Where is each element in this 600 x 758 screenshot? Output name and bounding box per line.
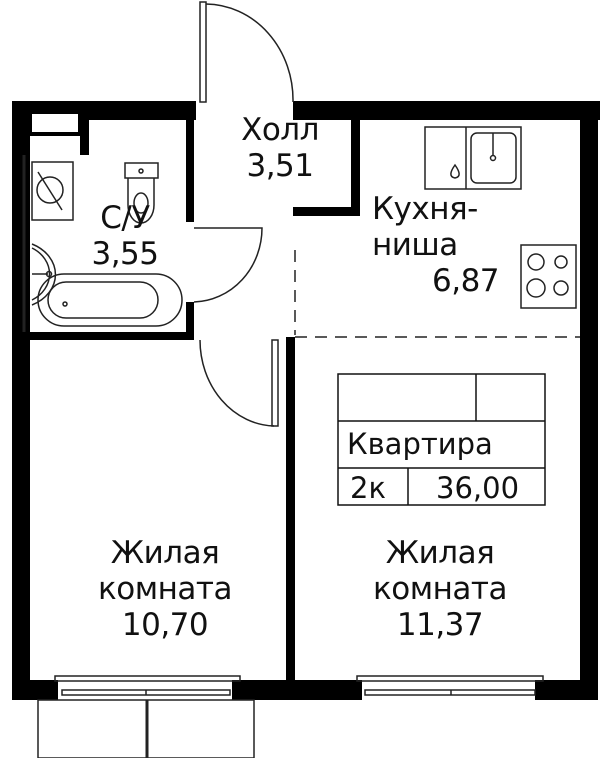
apartment-title: Квартира <box>347 427 493 461</box>
center-wall <box>286 337 295 682</box>
bathroom-wall-right-bottom <box>186 302 194 340</box>
living-left-label: Жилая комната 10,70 <box>60 535 270 643</box>
stove-icon <box>520 244 577 309</box>
left-wall <box>12 101 30 700</box>
bathroom-door-swing <box>193 227 263 303</box>
hall-area: 3,51 <box>246 148 314 184</box>
bathroom-label: С/У 3,55 <box>70 200 180 272</box>
entrance-door-leaf <box>199 1 207 103</box>
kitchen-label: Кухня- ниша 6,87 <box>372 191 512 299</box>
hall-label: Холл 3,51 <box>215 112 345 184</box>
bathroom-shaft <box>80 120 89 155</box>
apartment-rooms: 2к <box>350 471 386 505</box>
toilet-icon <box>124 162 159 224</box>
kitchen-name-1: Кухня- <box>372 191 478 227</box>
kitchen-area: 6,87 <box>432 263 500 299</box>
living-right-label: Жилая комната 11,37 <box>335 535 545 643</box>
kitchen-sink-icon <box>424 126 522 190</box>
living-right-area: 11,37 <box>396 607 484 643</box>
hall-name: Холл <box>241 112 319 148</box>
walls <box>12 101 600 700</box>
living-left-name-1: Жилая <box>110 535 220 571</box>
bottom-wall-1 <box>12 680 58 700</box>
bathtub-icon <box>37 273 183 327</box>
living-right-name-1: Жилая <box>385 535 495 571</box>
apartment-total-area: 36,00 <box>436 471 520 505</box>
apartment-table-frame <box>337 373 546 506</box>
bathroom-area: 3,55 <box>91 236 159 272</box>
living-right-name-2: комната <box>373 571 507 607</box>
bathroom-wall-right-top <box>186 120 194 222</box>
living-left-area: 10,70 <box>121 607 209 643</box>
room-door-leaf <box>271 339 279 427</box>
bottom-wall-2 <box>232 680 362 700</box>
right-wall <box>580 101 598 700</box>
washbasin-icon <box>31 243 57 306</box>
window-right <box>356 675 544 696</box>
top-wall-right <box>293 101 600 120</box>
window-left <box>54 675 241 696</box>
bathroom-niche <box>28 110 82 136</box>
balcony <box>37 699 255 758</box>
hall-wall-right <box>351 120 360 216</box>
living-left-name-2: комната <box>98 571 232 607</box>
washing-machine-icon <box>31 161 74 221</box>
bathroom-name: С/У <box>100 200 150 236</box>
room-door-swing <box>199 339 275 427</box>
bathroom-wall-bottom <box>12 332 194 340</box>
bottom-wall-3 <box>535 680 598 700</box>
hall-wall-bottom <box>293 207 360 216</box>
kitchen-name-2: ниша <box>372 227 458 263</box>
entrance-door-swing <box>205 3 294 103</box>
